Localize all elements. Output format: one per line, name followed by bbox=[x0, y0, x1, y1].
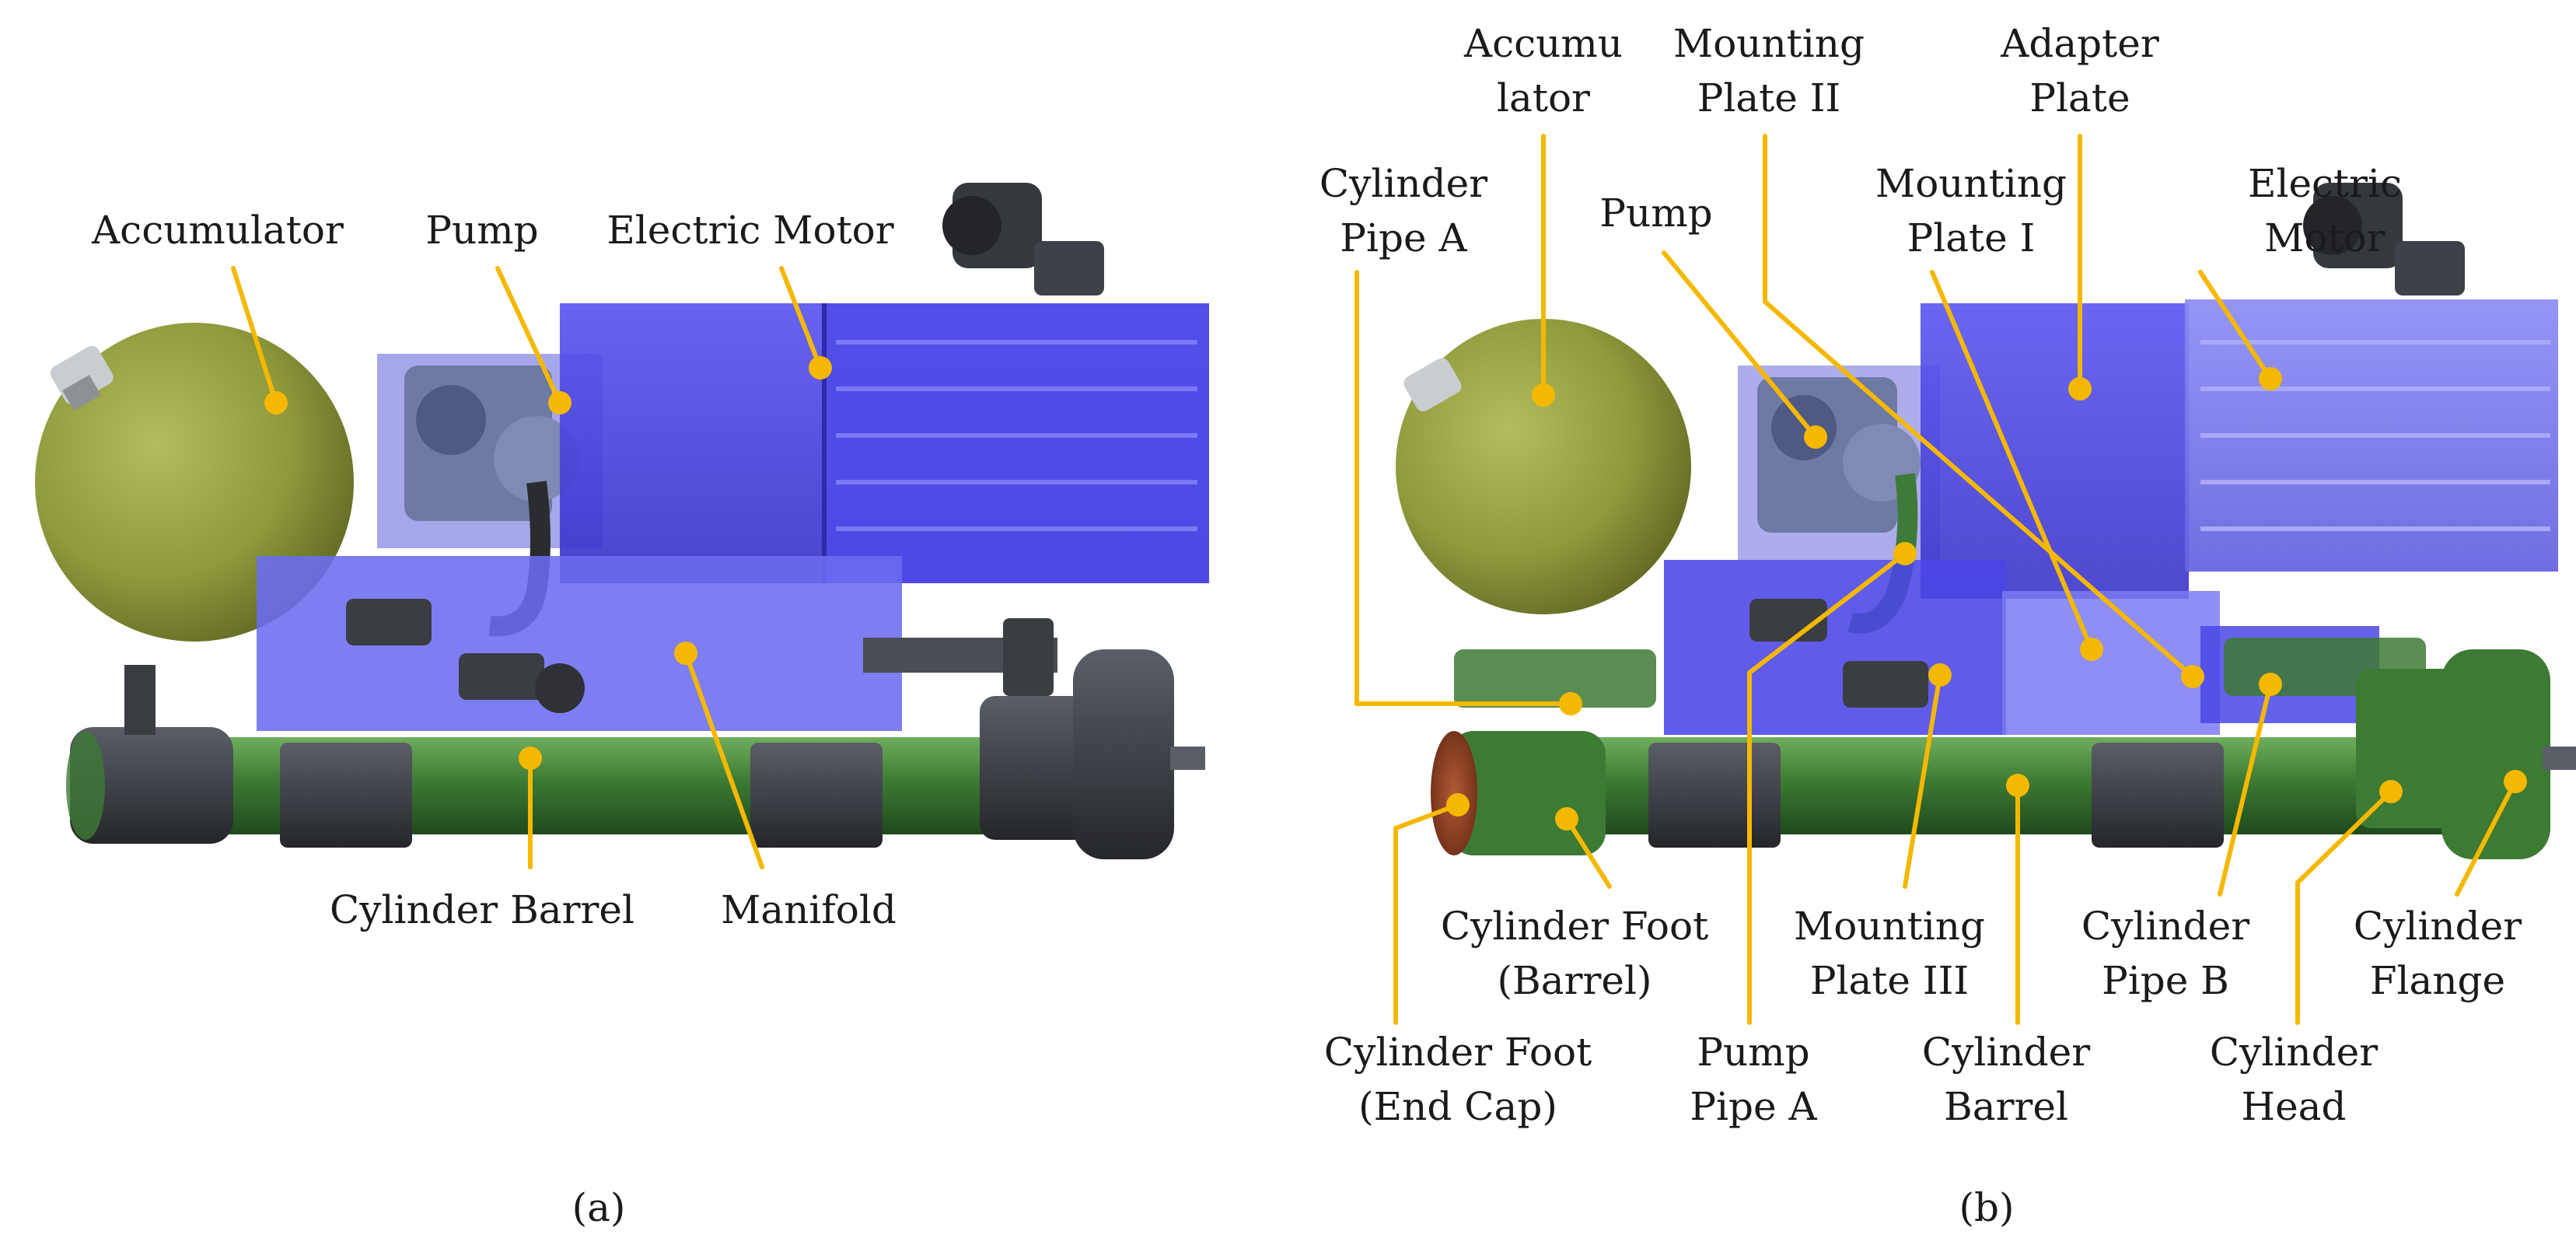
label-pump-pipe-a-line2: Pipe A bbox=[1690, 1084, 1817, 1129]
label-pump-pipe-a-line1: Pump bbox=[1697, 1030, 1809, 1075]
label-cylinder-barrel-b-line1: Cylinder bbox=[1922, 1030, 2090, 1075]
marker-accumulator-b bbox=[1532, 383, 1555, 407]
marker-pump-b bbox=[1804, 425, 1827, 449]
marker-manifold bbox=[674, 642, 697, 665]
leader-electric-motor bbox=[779, 266, 823, 370]
label-cylinder-head-line2: Head bbox=[2241, 1084, 2346, 1129]
leader-mounting-plate-3 bbox=[1903, 673, 1942, 889]
label-pump: Pump bbox=[425, 208, 538, 253]
leader-pump-b bbox=[1662, 250, 1818, 439]
electric-motor-b bbox=[2185, 183, 2558, 572]
leader-cylinder-pipe-a bbox=[1354, 270, 1573, 706]
label-mounting-plate-2-line1: Mounting bbox=[1673, 21, 1865, 66]
leader-electric-motor-b bbox=[2198, 270, 2273, 381]
marker-pump-pipe-a bbox=[1893, 542, 1917, 565]
leader-pump bbox=[495, 266, 562, 405]
label-cylinder-pipe-a-line2: Pipe A bbox=[1340, 215, 1467, 261]
leader-cylinder-flange bbox=[2455, 779, 2518, 897]
label-electric-motor: Electric Motor bbox=[606, 208, 893, 253]
marker-mounting-plate-3 bbox=[1928, 663, 1952, 687]
marker-cylinder-barrel-b bbox=[2006, 774, 2029, 797]
label-mounting-plate-1-line2: Plate I bbox=[1907, 215, 2036, 261]
label-cylinder-foot-barrel-line2: (Barrel) bbox=[1498, 958, 1652, 1003]
label-cylinder-foot-end-cap-line2: (End Cap) bbox=[1358, 1084, 1557, 1129]
label-cylinder-flange-line1: Cylinder bbox=[2354, 904, 2522, 949]
label-cylinder-flange-line2: Flange bbox=[2370, 958, 2505, 1003]
leader-cylinder-foot-barrel bbox=[1564, 817, 1612, 889]
label-cylinder-pipe-b-line1: Cylinder bbox=[2081, 904, 2249, 949]
marker-cylinder-foot-barrel bbox=[1555, 807, 1578, 831]
label-pump-b: Pump bbox=[1599, 191, 1712, 236]
caption-a: (a) bbox=[572, 1185, 626, 1230]
label-accumulator-line2: lator bbox=[1497, 75, 1590, 121]
leader-mounting-plate-1 bbox=[1930, 270, 2094, 652]
panel-b-illustration bbox=[1396, 183, 2576, 859]
marker-cylinder-flange bbox=[2504, 770, 2527, 793]
manifold-a bbox=[257, 556, 1057, 731]
leader-cylinder-head bbox=[2295, 789, 2393, 1025]
marker-cylinder-head bbox=[2379, 780, 2403, 803]
marker-cylinder-barrel bbox=[519, 747, 542, 770]
cylinder-barrel-b bbox=[1431, 638, 2576, 859]
accumulator-b bbox=[1396, 319, 1691, 614]
marker-electric-motor bbox=[809, 356, 832, 379]
leader-cylinder-pipe-b bbox=[2218, 682, 2273, 897]
label-mounting-plate-1-line1: Mounting bbox=[1875, 161, 2067, 206]
marker-electric-motor-b bbox=[2259, 367, 2282, 390]
leader-cylinder-foot-end-cap bbox=[1393, 803, 1460, 1025]
label-accumulator-line1: Accumu bbox=[1463, 21, 1623, 66]
label-mounting-plate-3-line1: Mounting bbox=[1794, 904, 1985, 949]
label-manifold: Manifold bbox=[721, 887, 897, 932]
label-cylinder-barrel: Cylinder Barrel bbox=[330, 887, 634, 932]
leader-accumulator bbox=[231, 266, 278, 405]
leader-manifold bbox=[683, 651, 764, 869]
leader-pump-pipe-a bbox=[1747, 551, 1907, 1025]
label-cylinder-pipe-b-line2: Pipe B bbox=[2102, 958, 2229, 1003]
caption-b: (b) bbox=[1959, 1185, 2014, 1230]
panel-a-illustration bbox=[35, 183, 1209, 859]
label-mounting-plate-3-line2: Plate III bbox=[1810, 958, 1969, 1003]
marker-adapter-plate bbox=[2068, 377, 2092, 400]
label-accumulator: Accumulator bbox=[91, 208, 344, 253]
label-adapter-plate-line1: Adapter bbox=[2000, 21, 2159, 66]
marker-pump bbox=[548, 391, 571, 414]
marker-accumulator bbox=[264, 391, 288, 414]
label-mounting-plate-2-line2: Plate II bbox=[1697, 75, 1841, 121]
label-cylinder-head-line1: Cylinder bbox=[2210, 1030, 2378, 1075]
label-cylinder-foot-barrel-line1: Cylinder Foot bbox=[1441, 904, 1708, 949]
marker-mounting-plate-1 bbox=[2080, 638, 2103, 661]
label-cylinder-pipe-a-line1: Cylinder bbox=[1319, 161, 1487, 206]
label-electric-motor-b-line1: Electric bbox=[2248, 161, 2402, 206]
label-electric-motor-b-line2: Motor bbox=[2264, 215, 2385, 261]
panel-a-callouts: Accumulator Pump Electric Motor Cylinder… bbox=[91, 208, 897, 1230]
marker-cylinder-foot-end-cap bbox=[1446, 793, 1470, 817]
electric-motor-a bbox=[560, 183, 1209, 583]
marker-mounting-plate-2 bbox=[2181, 665, 2204, 688]
marker-cylinder-pipe-a bbox=[1559, 692, 1582, 715]
panel-b-callouts: Accumu lator Mounting Plate II Adapter P… bbox=[1319, 21, 2527, 1230]
label-cylinder-foot-end-cap-line1: Cylinder Foot bbox=[1324, 1030, 1592, 1075]
label-adapter-plate-line2: Plate bbox=[2029, 75, 2130, 121]
cylinder-barrel-a bbox=[66, 649, 1205, 859]
marker-cylinder-pipe-b bbox=[2259, 673, 2282, 696]
label-cylinder-barrel-b-line2: Barrel bbox=[1944, 1084, 2068, 1129]
